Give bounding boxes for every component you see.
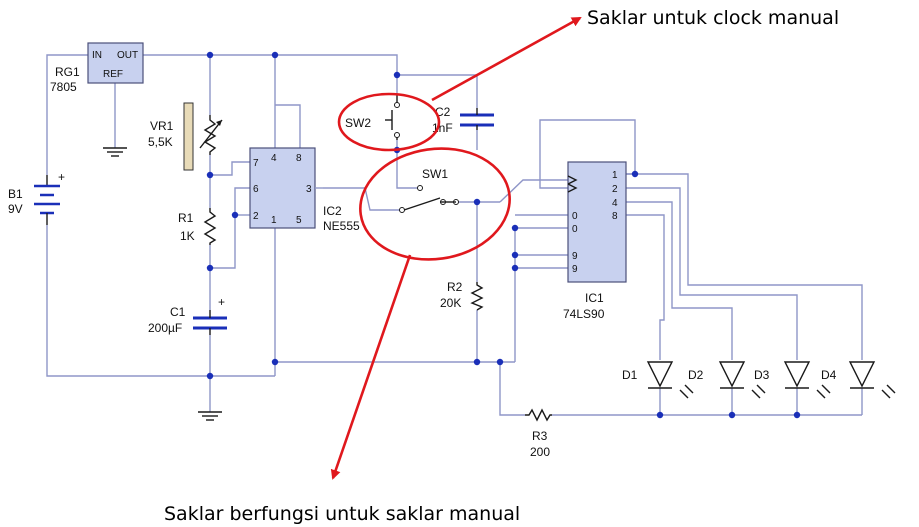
counter-ref-label: IC1: [585, 291, 604, 305]
svg-text:6: 6: [253, 184, 259, 195]
highlight-ellipse-sw1: [359, 147, 511, 261]
svg-text:D3: D3: [754, 368, 770, 382]
ground-symbol-main: [198, 411, 222, 421]
ic-74ls90: 1 2 4 8 0 0 9 9 IC1 74LS90: [563, 161, 627, 321]
note-clock-manual: Saklar untuk clock manual: [587, 7, 839, 29]
svg-text:8: 8: [612, 211, 618, 222]
svg-text:D4: D4: [821, 368, 837, 382]
svg-text:D2: D2: [688, 368, 704, 382]
ic-ne555: 4 8 7 6 3 2 1 5 IC2 NE555: [249, 147, 360, 233]
r2-ref-label: R2: [447, 280, 463, 294]
svg-text:REF: REF: [103, 69, 123, 80]
svg-text:0: 0: [572, 224, 578, 235]
highlight-ellipse-sw2: [337, 92, 441, 152]
capacitor-c1: + C1 200µF: [148, 295, 227, 335]
note-saklar-manual: Saklar berfungsi untuk saklar manual: [164, 503, 520, 525]
vr1-ref-label: VR1: [150, 119, 174, 133]
counter-value-label: 74LS90: [563, 307, 605, 321]
red-annotations: [330, 16, 582, 480]
svg-text:IN: IN: [92, 50, 102, 61]
led-d2: D2: [688, 361, 766, 399]
svg-text:OUT: OUT: [117, 50, 138, 61]
svg-text:2: 2: [253, 211, 259, 222]
svg-text:7: 7: [253, 158, 259, 169]
arrow-to-top-note: [431, 16, 582, 102]
r1-value-label: 1K: [180, 229, 195, 243]
svg-text:2: 2: [612, 184, 618, 195]
svg-text:5: 5: [296, 215, 302, 226]
regulator-value-label: 7805: [50, 80, 77, 94]
battery-value-label: 9V: [8, 202, 23, 216]
c1-ref-label: C1: [170, 305, 186, 319]
capacitor-c2: C2 1nF: [432, 105, 494, 135]
regulator-ref-label: RG1: [55, 65, 80, 79]
battery-ref-label: B1: [8, 187, 23, 201]
vr1-value-label: 5,5K: [148, 135, 173, 149]
arrow-to-bottom-note: [330, 254, 412, 480]
svg-text:3: 3: [306, 184, 312, 195]
led-d4: D4: [821, 361, 896, 399]
resistor-r3: R3 200: [525, 408, 552, 459]
switch-sw1: SW1: [399, 167, 459, 213]
ne555-ref-label: IC2: [323, 204, 342, 218]
r3-value-label: 200: [530, 445, 550, 459]
svg-text:D1: D1: [622, 368, 638, 382]
svg-text:9: 9: [572, 251, 578, 262]
sw2-ref-label: SW2: [345, 116, 371, 130]
svg-text:8: 8: [296, 153, 302, 164]
led-d3: D3: [754, 361, 831, 399]
svg-text:+: +: [218, 295, 225, 309]
r2-value-label: 20K: [440, 296, 461, 310]
svg-text:4: 4: [612, 198, 618, 209]
svg-text:+: +: [58, 170, 65, 184]
pushbutton-sw2: SW2: [345, 95, 400, 140]
svg-text:0: 0: [572, 211, 578, 222]
svg-text:4: 4: [271, 153, 277, 164]
resistor-r1: R1 1K: [178, 208, 217, 245]
junction-dots: [206, 51, 801, 419]
svg-text:9: 9: [572, 264, 578, 275]
wires: [46, 54, 863, 416]
potentiometer-vr1: VR1 5,5K: [148, 102, 223, 171]
led-d1: D1: [622, 361, 694, 399]
ne555-value-label: NE555: [323, 219, 360, 233]
regulator-7805: IN OUT REF RG1 7805: [50, 42, 144, 94]
svg-text:1: 1: [271, 215, 277, 226]
c1-value-label: 200µF: [148, 321, 182, 335]
resistor-r2: R2 20K: [440, 280, 484, 311]
svg-text:1: 1: [612, 170, 618, 181]
sw1-ref-label: SW1: [422, 167, 448, 181]
r3-ref-label: R3: [532, 429, 548, 443]
r1-ref-label: R1: [178, 211, 194, 225]
ground-symbol-regulator: [103, 147, 127, 157]
battery-b1: + B1 9V: [8, 170, 65, 225]
